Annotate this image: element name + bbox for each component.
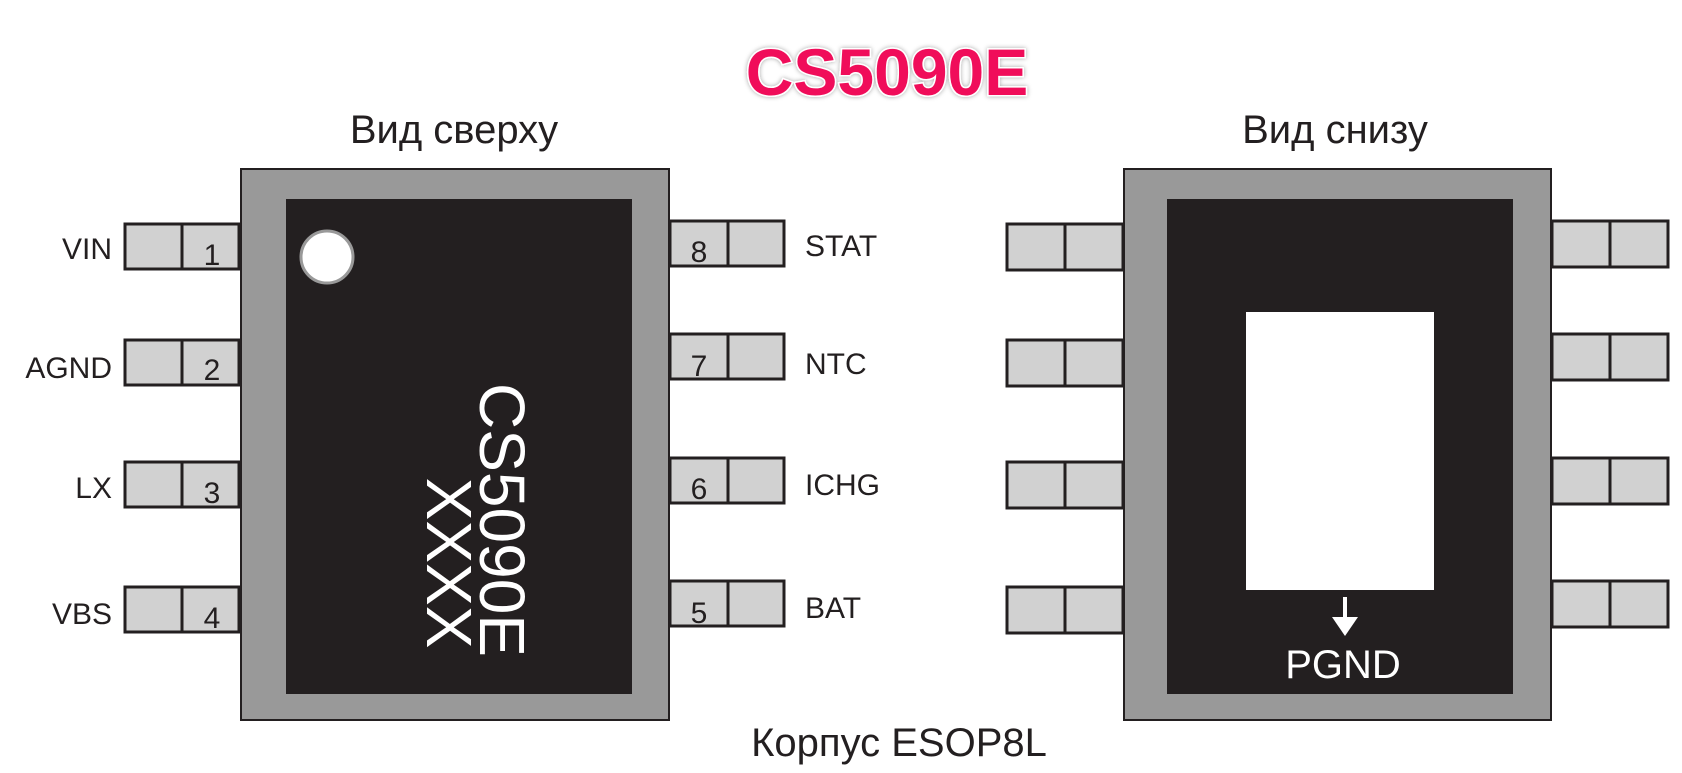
down-arrow-icon	[1332, 597, 1358, 636]
pin-number: 7	[691, 350, 708, 383]
bottom-pin	[1550, 332, 1670, 382]
diagram-title: CS5090E	[746, 35, 1029, 109]
top-view-pins-left: 1 VIN 2 AGND 3 LX 4 VBS	[25, 222, 241, 635]
top-view-body: CS5090E XXXX	[240, 168, 670, 721]
top-view-heading: Вид сверху	[350, 108, 558, 152]
pgnd-label: PGND	[1285, 643, 1401, 687]
pin-label: STAT	[805, 230, 877, 263]
pin-2: 2 AGND	[25, 338, 241, 387]
pin-4: 4 VBS	[52, 585, 241, 635]
bottom-pin	[1005, 338, 1125, 388]
pin-number: 6	[691, 473, 708, 506]
pin-8: 8 STAT	[668, 219, 877, 269]
pin-7: 7 NTC	[668, 332, 867, 383]
bottom-pin	[1005, 585, 1125, 635]
bottom-pin	[1550, 219, 1670, 269]
pin-number: 2	[204, 354, 221, 387]
pin-label: VBS	[52, 598, 112, 631]
pin-5: 5 BAT	[668, 579, 861, 630]
bottom-pin	[1550, 579, 1670, 629]
bottom-view-pins-right	[1550, 219, 1670, 629]
bottom-view-heading: Вид снизу	[1242, 108, 1428, 152]
pin-number: 3	[204, 477, 221, 510]
chip-marking-batch: XXXX	[413, 478, 485, 649]
pin-label: NTC	[805, 348, 867, 381]
thermal-pad	[1246, 312, 1434, 590]
pin-1: 1 VIN	[62, 222, 241, 272]
pin-number: 5	[691, 597, 708, 630]
pin-6: 6 ICHG	[668, 456, 880, 506]
bottom-pin	[1005, 222, 1125, 272]
top-view-pins-right: 8 STAT 7 NTC 6 ICHG 5 BAT	[668, 219, 880, 630]
bottom-view-pins-left	[1005, 222, 1125, 635]
pin-label: AGND	[25, 352, 112, 385]
pin-number: 8	[691, 236, 708, 269]
pin-number: 4	[204, 602, 221, 635]
pin-label: LX	[75, 472, 112, 505]
pin-number: 1	[204, 239, 221, 272]
pin-3: 3 LX	[75, 460, 241, 510]
pin-label: VIN	[62, 233, 112, 266]
package-label: Корпус ESOP8L	[751, 721, 1047, 765]
bottom-view-body: PGND	[1123, 168, 1552, 721]
bottom-pin	[1550, 456, 1670, 506]
pin-label: BAT	[805, 592, 861, 625]
chip-marking-part: CS5090E	[466, 383, 538, 657]
pin-label: ICHG	[805, 469, 880, 502]
bottom-pin	[1005, 460, 1125, 510]
pin1-marker-dot	[299, 229, 355, 285]
